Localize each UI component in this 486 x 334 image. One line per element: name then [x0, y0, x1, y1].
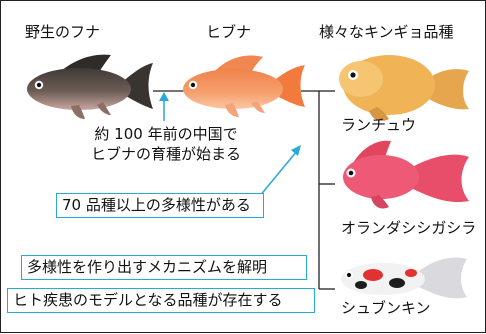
title-goldfish-varieties: 様々なキンギョ品種 [319, 23, 454, 41]
label-shubunkin: シュブンキン [341, 299, 431, 317]
label-ranchu: ランチュウ [341, 116, 417, 134]
mechanism-box: 多様性を作り出すメカニズムを解明 [21, 255, 307, 280]
diversity-box: 70 品種以上の多様性がある [56, 193, 264, 218]
title-wild-crucian-carp: 野生のフナ [25, 23, 101, 41]
origin-note-line2: ヒブナの育種が始まる [90, 145, 241, 163]
disease-model-box: ヒト疾患のモデルとなる品種が存在する [7, 288, 315, 313]
label-oranda: オランダシシガシラ [341, 219, 477, 237]
origin-note-line1: 約 100 年前の中国で [94, 125, 238, 143]
origin-note: 約 100 年前の中国で ヒブナの育種が始まる [71, 124, 261, 164]
title-hibuna: ヒブナ [206, 23, 252, 41]
